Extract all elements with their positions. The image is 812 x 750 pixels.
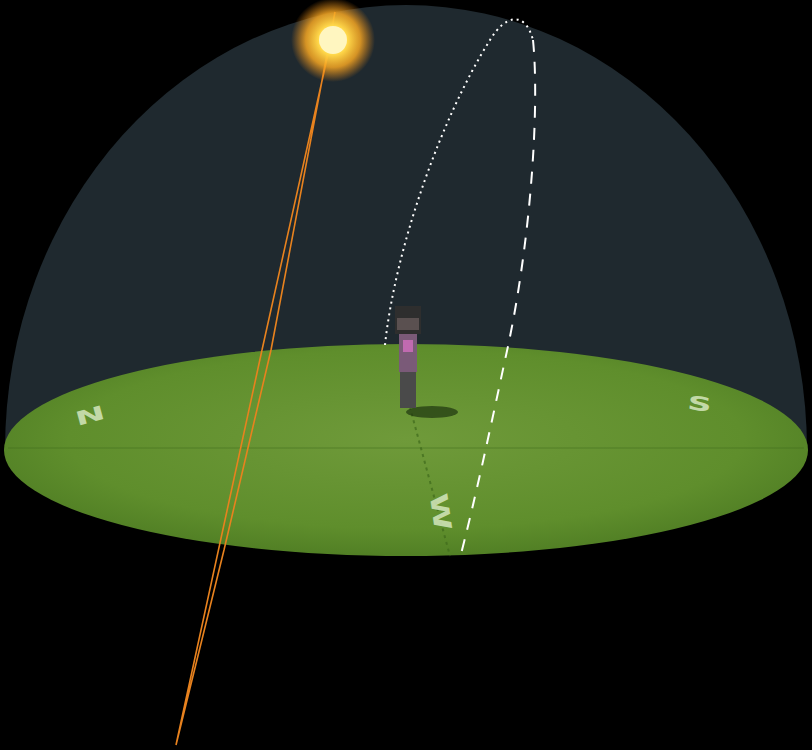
ground-line — [408, 400, 450, 556]
compass-letter: W — [426, 492, 455, 532]
ground-line — [8, 448, 804, 449]
sun — [319, 26, 347, 54]
ground-disc — [4, 344, 808, 556]
star-path — [385, 19, 533, 345]
observer-figure — [395, 306, 421, 408]
star-path — [460, 40, 535, 558]
compass-letter: S — [687, 393, 714, 415]
sun-path — [176, 350, 271, 745]
sun-glow — [291, 0, 375, 82]
